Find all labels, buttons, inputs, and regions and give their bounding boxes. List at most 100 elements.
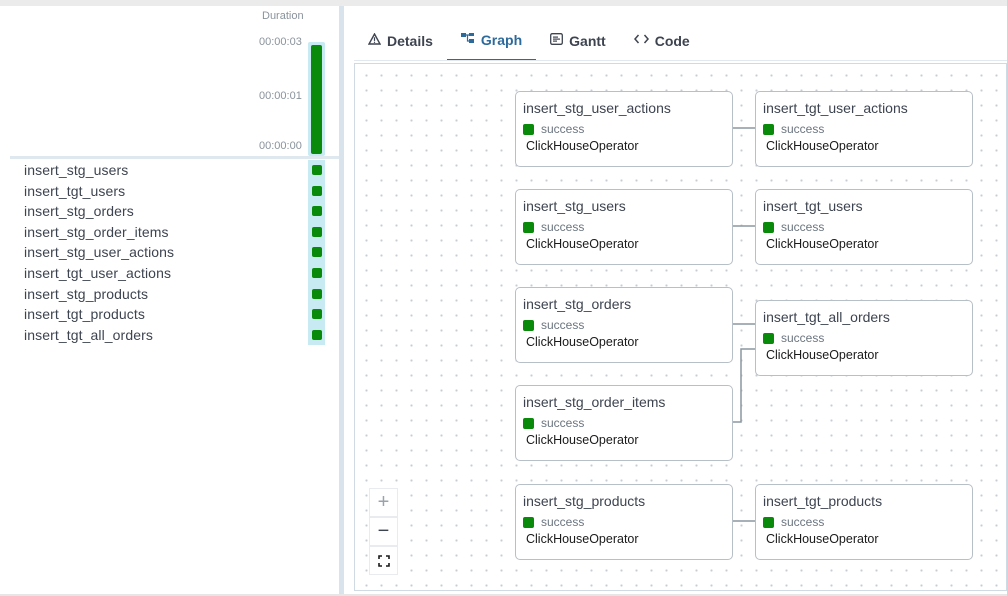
- state-indicator: [523, 319, 534, 331]
- tab-gantt[interactable]: Gantt: [536, 20, 620, 61]
- state-indicator: [523, 123, 534, 135]
- zoom-controls: + −: [369, 488, 401, 575]
- state-label: success: [541, 220, 585, 234]
- node-state: success: [523, 318, 584, 332]
- task-row[interactable]: insert_stg_orders: [0, 201, 340, 222]
- task-instance-success[interactable]: [312, 165, 322, 175]
- fit-view-icon: [377, 554, 390, 567]
- task-node[interactable]: insert_tgt_user_actions success ClickHou…: [755, 91, 973, 167]
- task-instance-success[interactable]: [312, 206, 322, 217]
- tab-details[interactable]: Details: [354, 20, 447, 61]
- node-task-id: insert_tgt_products: [763, 493, 883, 509]
- node-state: success: [763, 515, 824, 529]
- task-name[interactable]: insert_stg_products: [24, 285, 149, 302]
- task-row[interactable]: insert_stg_user_actions: [0, 242, 340, 263]
- panel-resize-handle[interactable]: [339, 6, 344, 596]
- node-operator: ClickHouseOperator: [766, 348, 879, 362]
- duration-header: Duration: [262, 10, 304, 22]
- node-state: success: [523, 122, 584, 136]
- top-shadow: [0, 0, 1007, 6]
- state-label: success: [781, 331, 825, 345]
- state-label: success: [541, 318, 585, 332]
- grid-panel: Duration 00:00:03 00:00:01 00:00:00 inse…: [0, 6, 340, 596]
- state-indicator: [523, 516, 534, 528]
- grid-divider: [10, 156, 340, 159]
- node-state: success: [763, 220, 824, 234]
- state-indicator: [523, 417, 534, 429]
- state-label: success: [781, 220, 825, 234]
- node-task-id: insert_stg_users: [523, 198, 626, 214]
- dag-graph-canvas[interactable]: insert_stg_user_actions success ClickHou…: [354, 63, 1007, 591]
- task-name[interactable]: insert_tgt_users: [24, 182, 126, 199]
- state-label: success: [781, 515, 825, 529]
- node-state: success: [523, 220, 584, 234]
- task-name[interactable]: insert_stg_user_actions: [24, 244, 175, 261]
- task-node[interactable]: insert_tgt_users success ClickHouseOpera…: [755, 189, 973, 265]
- warning-triangle-icon: [367, 32, 382, 48]
- bottom-border: [0, 594, 1007, 596]
- task-name[interactable]: insert_stg_orders: [24, 203, 134, 220]
- state-indicator: [523, 221, 534, 233]
- duration-tick: 00:00:00: [259, 140, 302, 152]
- task-row[interactable]: insert_stg_users: [0, 160, 340, 181]
- fit-view-button[interactable]: [369, 546, 398, 575]
- task-node[interactable]: insert_stg_orders success ClickHouseOper…: [515, 287, 733, 363]
- duration-tick: 00:00:03: [259, 36, 302, 48]
- node-operator: ClickHouseOperator: [766, 139, 879, 153]
- tab-label: Graph: [480, 31, 523, 48]
- task-node[interactable]: insert_stg_users success ClickHouseOpera…: [515, 189, 733, 265]
- tab-graph[interactable]: Graph: [446, 20, 537, 61]
- node-operator: ClickHouseOperator: [766, 532, 879, 546]
- node-task-id: insert_tgt_all_orders: [763, 309, 890, 325]
- task-instance-success[interactable]: [312, 329, 322, 340]
- task-instance-success[interactable]: [312, 185, 322, 196]
- task-instance-success[interactable]: [312, 267, 322, 278]
- node-operator: ClickHouseOperator: [526, 139, 639, 153]
- zoom-in-button[interactable]: +: [369, 488, 398, 517]
- node-task-id: insert_tgt_user_actions: [763, 100, 908, 116]
- tab-underline: [354, 60, 1007, 61]
- task-row[interactable]: insert_tgt_products: [0, 304, 340, 325]
- task-name[interactable]: insert_tgt_user_actions: [24, 264, 172, 281]
- node-state: success: [763, 331, 824, 345]
- task-name[interactable]: insert_stg_order_items: [24, 223, 169, 240]
- tab-code[interactable]: Code: [620, 20, 704, 61]
- state-label: success: [541, 122, 585, 136]
- task-row[interactable]: insert_tgt_users: [0, 180, 340, 202]
- task-node[interactable]: insert_stg_user_actions success ClickHou…: [515, 91, 733, 167]
- state-indicator: [763, 221, 774, 233]
- node-task-id: insert_tgt_users: [763, 198, 863, 214]
- state-label: success: [781, 122, 825, 136]
- graph-icon: [460, 32, 475, 47]
- task-instance-success[interactable]: [312, 288, 322, 299]
- task-node[interactable]: insert_stg_order_items success ClickHous…: [515, 385, 733, 461]
- task-instance-success[interactable]: [312, 226, 322, 237]
- task-row[interactable]: insert_tgt_all_orders: [0, 324, 340, 346]
- task-list: insert_stg_users insert_tgt_users insert…: [0, 160, 340, 346]
- node-task-id: insert_stg_order_items: [523, 394, 666, 410]
- task-node[interactable]: insert_stg_products success ClickHouseOp…: [515, 484, 733, 560]
- task-instance-success[interactable]: [312, 309, 322, 320]
- node-state: success: [523, 416, 584, 430]
- state-indicator: [763, 516, 774, 528]
- state-label: success: [541, 416, 585, 430]
- task-row[interactable]: insert_stg_products: [0, 283, 340, 305]
- dag-run-duration-bar[interactable]: [311, 45, 322, 154]
- node-operator: ClickHouseOperator: [766, 237, 879, 251]
- task-node[interactable]: insert_tgt_all_orders success ClickHouse…: [755, 300, 973, 376]
- task-instance-success[interactable]: [312, 247, 322, 258]
- task-node[interactable]: insert_tgt_products success ClickHouseOp…: [755, 484, 973, 560]
- task-row[interactable]: insert_stg_order_items: [0, 221, 340, 243]
- node-task-id: insert_stg_products: [523, 493, 646, 509]
- zoom-out-button[interactable]: −: [369, 517, 398, 546]
- node-operator: ClickHouseOperator: [526, 532, 639, 546]
- task-name[interactable]: insert_stg_users: [24, 162, 129, 178]
- tab-label: Code: [654, 32, 690, 49]
- task-row[interactable]: insert_tgt_user_actions: [0, 262, 340, 284]
- task-name[interactable]: insert_tgt_all_orders: [24, 326, 153, 343]
- details-panel: Details Graph Gantt Code: [344, 6, 1007, 596]
- duration-tick: 00:00:01: [259, 90, 302, 102]
- graph-edges: [733, 127, 755, 522]
- node-state: success: [763, 122, 824, 136]
- task-name[interactable]: insert_tgt_products: [24, 306, 145, 323]
